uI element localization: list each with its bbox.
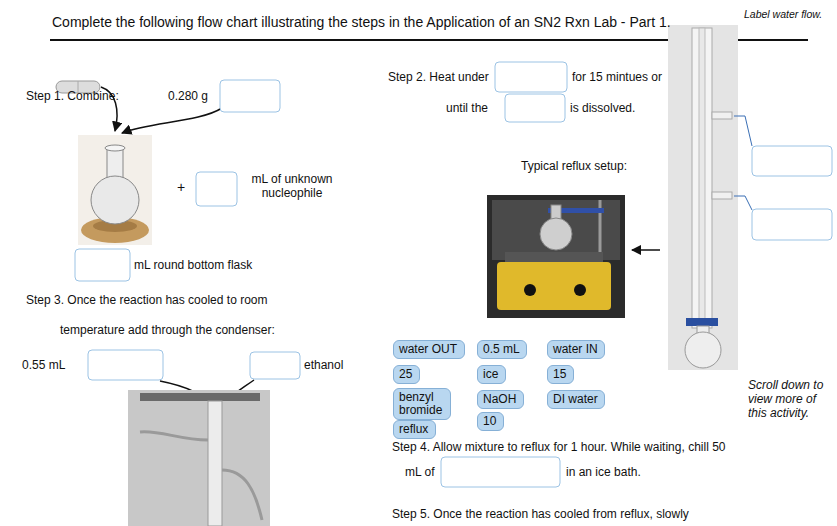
reflux-photo <box>487 195 625 318</box>
answer-chip: reflux <box>393 420 436 439</box>
answer-chip: 15 <box>547 365 574 384</box>
leader-line <box>734 196 752 210</box>
step-text: temperature add through the condenser: <box>60 323 275 337</box>
step-text: in an ice bath. <box>566 465 641 479</box>
chip-text: water IN <box>553 343 599 356</box>
chip-text: benzyl bromide <box>399 391 445 417</box>
step-text: Label water flow. <box>744 8 822 21</box>
answer-chip: NaOH <box>477 390 524 409</box>
step-text: mL of unknown nucleophile <box>240 172 344 200</box>
step-text: mL of <box>405 465 435 479</box>
step-text: Step 2. Heat under <box>388 70 489 84</box>
chip-text: NaOH <box>483 393 518 406</box>
answer-chip: 0.5 mL <box>477 340 527 359</box>
answer-chip: 10 <box>477 412 504 431</box>
chip-text: 15 <box>553 368 568 381</box>
chip-text: DI water <box>553 393 599 406</box>
chip-text: 10 <box>483 415 498 428</box>
chip-text: ice <box>483 368 500 381</box>
chip-text: reflux <box>399 423 430 436</box>
answer-chip: benzyl bromide <box>393 388 451 420</box>
worksheet-title: Complete the following flow chart illust… <box>52 14 671 31</box>
step-text: Step 3. Once the reaction has cooled to … <box>26 293 267 307</box>
chip-text: water OUT <box>399 343 459 356</box>
step-text: Step 4. Allow mixture to reflux for 1 ho… <box>392 440 726 454</box>
chip-text: 25 <box>399 368 414 381</box>
answer-chip: water OUT <box>393 340 465 359</box>
combine-arrow <box>122 108 222 133</box>
leader-line <box>734 116 752 146</box>
step-text: 0.55 mL <box>22 358 65 372</box>
step-text: is dissolved. <box>570 101 635 115</box>
step-text: ethanol <box>304 358 343 372</box>
setup-arrow <box>632 249 660 251</box>
answer-chip: DI water <box>547 390 605 409</box>
step-text: Scroll down to view more of this activit… <box>748 378 832 420</box>
step-text: + <box>177 180 185 194</box>
step-text: mL round bottom flask <box>134 258 252 272</box>
step-text: Step 5. Once the reaction has cooled fro… <box>392 507 689 521</box>
answer-chip: 25 <box>393 365 420 384</box>
condenser-photo <box>668 25 738 370</box>
chip-text: 0.5 mL <box>483 343 521 356</box>
condenser-top-photo <box>128 390 270 526</box>
flask-photo <box>78 135 152 245</box>
answer-chip: ice <box>477 365 506 384</box>
step-text: 0.280 g <box>168 89 208 103</box>
step-text: for 15 mintues or <box>572 70 662 84</box>
step-text: Step 1. Combine: <box>26 89 119 103</box>
step-text: until the <box>446 101 488 115</box>
step-text: Typical reflux setup: <box>521 159 627 173</box>
answer-chip: water IN <box>547 340 605 359</box>
